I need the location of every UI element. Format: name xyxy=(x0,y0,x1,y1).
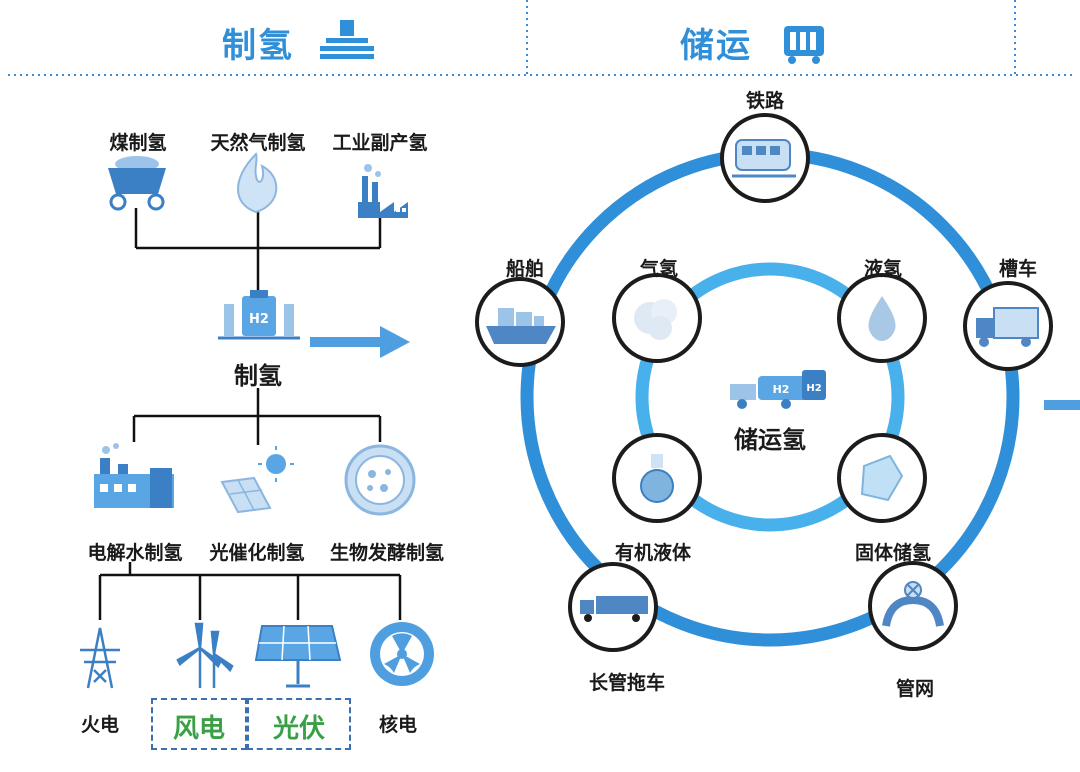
svg-text:H2: H2 xyxy=(773,383,790,396)
tanker-truck-node xyxy=(963,281,1053,371)
power-thermal: 火电 xyxy=(80,714,119,736)
liquid-hydrogen-node xyxy=(837,273,927,363)
source-industrial-byproduct: 工业副产氢 xyxy=(332,132,428,154)
source-coal: 煤制氢 xyxy=(109,132,167,154)
organic-liquid-node xyxy=(612,433,702,523)
factory-icon xyxy=(320,20,374,59)
photocatalysis-icon xyxy=(220,446,294,514)
power-tower-icon xyxy=(80,627,120,689)
power-wind: 风电 xyxy=(172,714,225,744)
inner-solid-label: 固体储氢 xyxy=(854,542,931,564)
industrial-icon xyxy=(358,164,408,218)
outer-pipeline-label: 管网 xyxy=(895,678,934,700)
production-header: 制氢 xyxy=(222,26,294,66)
flame-icon xyxy=(237,152,278,214)
method-electrolysis: 电解水制氢 xyxy=(87,542,183,564)
inner-ring xyxy=(635,262,905,532)
methods-connector xyxy=(132,388,382,445)
power-connector xyxy=(98,562,402,620)
hydrogen-truck-icon: H2 H2 xyxy=(730,370,826,409)
solar-panel-icon xyxy=(254,625,342,688)
coal-cart-icon xyxy=(108,156,166,211)
tank-icon xyxy=(784,26,824,64)
ship-node xyxy=(475,277,565,367)
power-nuclear: 核电 xyxy=(378,714,417,736)
method-bio-fermentation: 生物发酵制氢 xyxy=(329,542,444,564)
wind-turbine-icon xyxy=(176,622,234,688)
bio-fermentation-icon xyxy=(344,444,416,516)
outer-ship-label: 船舶 xyxy=(505,258,544,280)
h2-plant-icon: H2 xyxy=(218,290,300,340)
svg-text:H2: H2 xyxy=(806,383,821,394)
outer-tube-trailer-label: 长管拖车 xyxy=(588,672,665,694)
pipeline-node xyxy=(868,561,958,651)
inner-gas-label: 气氢 xyxy=(639,258,678,280)
arrow-right-icon xyxy=(310,326,410,358)
svg-text:H2: H2 xyxy=(249,312,269,327)
power-solar-box: 光伏 xyxy=(247,698,351,750)
solid-storage-node xyxy=(837,433,927,523)
storage-center-label: 储运氢 xyxy=(734,426,806,454)
power-solar: 光伏 xyxy=(272,714,325,744)
inner-organic-label: 有机液体 xyxy=(614,542,691,564)
arrow-exit-icon xyxy=(1044,400,1080,410)
sources-connector xyxy=(134,208,382,290)
gas-hydrogen-node xyxy=(612,273,702,363)
inner-liquid-label: 液氢 xyxy=(863,258,902,280)
outer-railway-label: 铁路 xyxy=(745,90,784,112)
railway-node xyxy=(720,113,810,203)
source-natural-gas: 天然气制氢 xyxy=(210,132,306,154)
power-wind-box: 风电 xyxy=(151,698,247,750)
storage-header: 储运 xyxy=(680,26,752,66)
outer-tanker-label: 槽车 xyxy=(998,258,1037,280)
method-photocatalysis: 光催化制氢 xyxy=(209,542,305,564)
nuclear-icon xyxy=(370,622,434,686)
tube-trailer-node xyxy=(568,562,658,652)
electrolysis-plant-icon xyxy=(94,443,174,508)
production-center-label: 制氢 xyxy=(234,362,282,390)
